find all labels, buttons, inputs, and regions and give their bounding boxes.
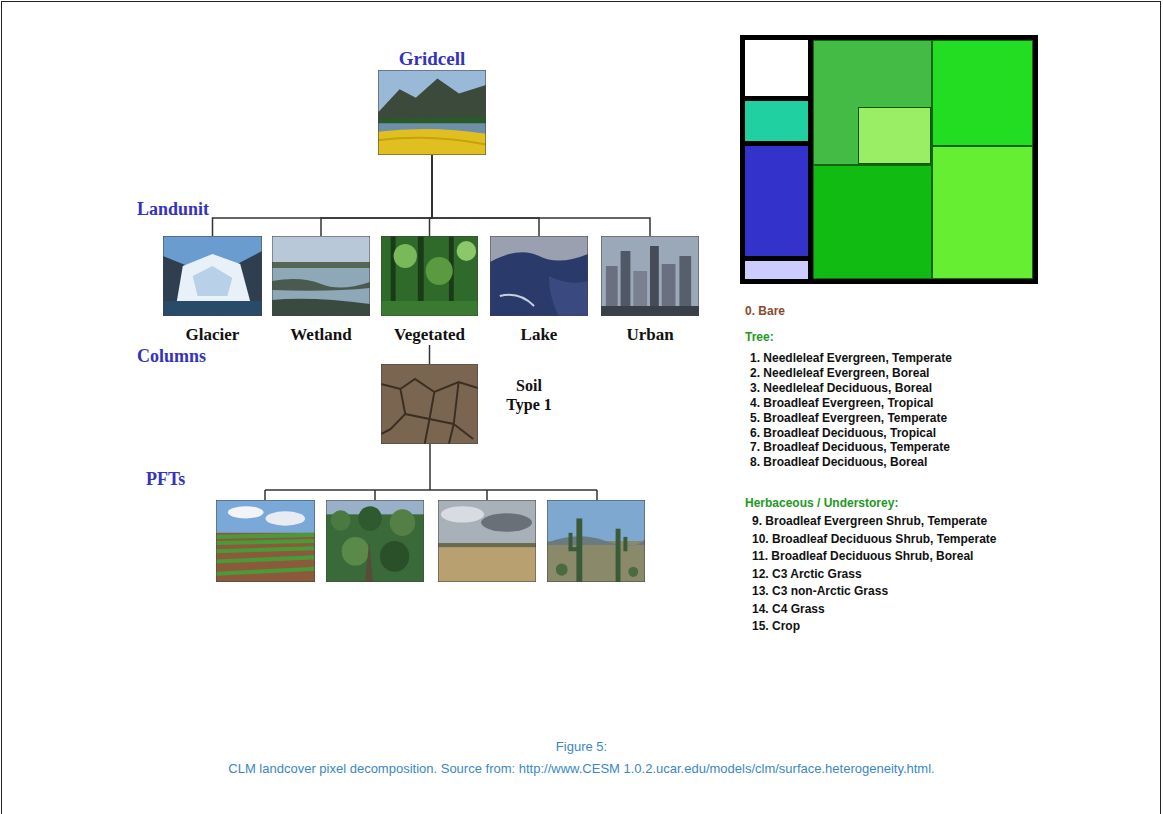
- landcover-mosaic: [740, 35, 1038, 284]
- legend-item: 11. Broadleaf Deciduous Shrub, Boreal: [752, 549, 973, 563]
- grassland-photo: [438, 500, 536, 582]
- photo-node: Glacier: [163, 236, 262, 345]
- node-caption: Urban: [601, 325, 699, 345]
- photo-node: Wetland: [272, 236, 370, 345]
- node-caption: Wetland: [272, 325, 370, 345]
- legend-item: 5. Broadleaf Evergreen, Temperate: [750, 411, 947, 425]
- legend-item: 1. Needleleaf Evergreen, Temperate: [750, 351, 952, 365]
- landcover-photo: [601, 236, 699, 316]
- legend-item: 9. Broadleaf Evergreen Shrub, Temperate: [752, 514, 987, 528]
- node-heading: Gridcell: [378, 48, 486, 70]
- legend-group: Herbaceous / Understorey:: [745, 496, 898, 510]
- legend-item: 8. Broadleaf Deciduous, Boreal: [750, 455, 927, 469]
- legend-item: 10. Broadleaf Deciduous Shrub, Temperate: [752, 532, 997, 546]
- figure-caption: CLM landcover pixel decomposition. Sourc…: [0, 761, 1163, 777]
- crop-photo: [216, 500, 315, 582]
- legend-group: Tree:: [745, 330, 774, 344]
- figure-number: Figure 5:: [0, 739, 1163, 754]
- tree-connector: [213, 155, 433, 236]
- landcover-photo: [272, 236, 370, 316]
- legend-item: 3. Needleleaf Deciduous, Boreal: [750, 381, 932, 395]
- legend-item: 2. Needleleaf Evergreen, Boreal: [750, 366, 929, 380]
- photo-node: Soil Type 1: [381, 364, 558, 444]
- landcover-photo: [490, 236, 588, 316]
- legend-item: 0. Bare: [745, 304, 785, 318]
- landcover-photo: [381, 364, 478, 444]
- tree-connector: [432, 155, 650, 236]
- level-label: Columns: [137, 346, 206, 366]
- legend-item: 13. C3 non-Arctic Grass: [752, 584, 888, 598]
- node-caption: Glacier: [163, 325, 262, 345]
- pft-tree-lines: [265, 444, 597, 500]
- landcover-photo: [381, 236, 478, 316]
- legend-item: 4. Broadleaf Evergreen, Tropical: [750, 396, 933, 410]
- tree-connector: [432, 155, 539, 236]
- tree-connector: [321, 155, 432, 236]
- node-caption: Lake: [490, 325, 588, 345]
- legend-item: 6. Broadleaf Deciduous, Tropical: [750, 426, 936, 440]
- desert-photo: [547, 500, 645, 582]
- landcover-photo: [378, 70, 486, 155]
- legend-item: 14. C4 Grass: [752, 602, 825, 616]
- forest-photo: [326, 500, 424, 582]
- legend-item: 15. Crop: [752, 619, 800, 633]
- level-label: Landunit: [137, 199, 209, 219]
- photo-node: Urban: [601, 236, 699, 345]
- legend-item: 12. C3 Arctic Grass: [752, 567, 862, 581]
- legend-item: 7. Broadleaf Deciduous, Temperate: [750, 440, 950, 454]
- photo-node: Gridcell: [378, 48, 486, 155]
- tree-connector: [429, 345, 431, 364]
- node-caption: Vegetated: [381, 325, 478, 345]
- level-label: PFTs: [146, 469, 185, 489]
- node-caption: Soil Type 1: [500, 376, 558, 414]
- photo-node: Vegetated: [381, 236, 478, 345]
- photo-node: Lake: [490, 236, 588, 345]
- landcover-photo: [163, 236, 262, 316]
